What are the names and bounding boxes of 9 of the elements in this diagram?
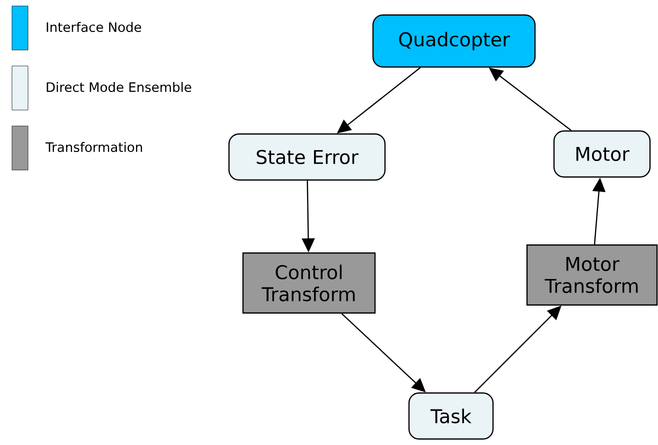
rounded-box: Task: [408, 392, 494, 440]
process-box: Control Transform: [242, 252, 376, 314]
legend-label: Interface Node: [46, 22, 142, 32]
rounded-box: State Error: [228, 133, 386, 181]
legend-label: Transformation: [46, 142, 142, 152]
rounded-box: Motor: [553, 130, 651, 178]
process-box: Motor Transform: [526, 244, 658, 306]
rounded-box: Quadcopter: [372, 14, 536, 68]
legend-label: Direct Mode Ensemble: [46, 82, 192, 92]
